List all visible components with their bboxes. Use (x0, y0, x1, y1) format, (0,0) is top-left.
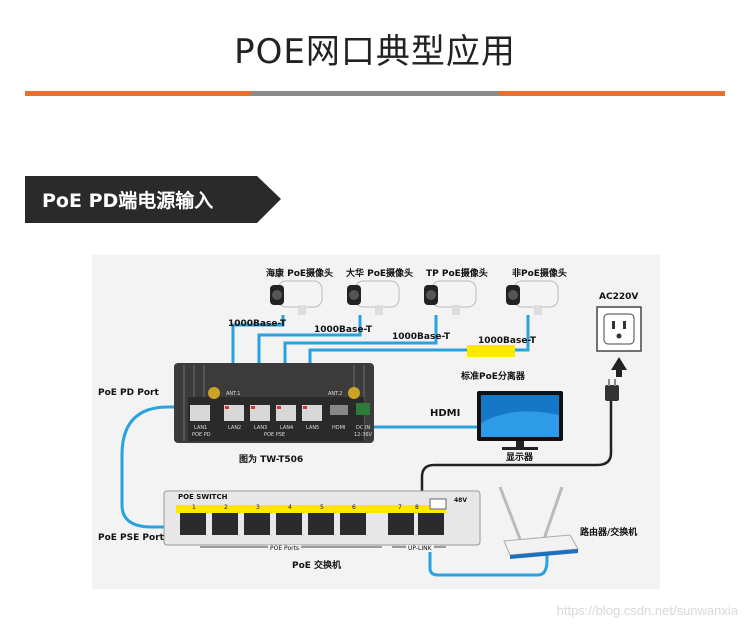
device-group-pse: POE PSE (264, 432, 286, 438)
camera-4-label: 非PoE摄像头 (512, 269, 567, 279)
camera-icons (270, 280, 559, 315)
link-3-label: 1000Base-T (392, 332, 450, 342)
camera-1-icon (270, 280, 323, 315)
switch-port-1: 1 (192, 504, 196, 511)
switch-port-8: 8 (415, 504, 419, 511)
switch-port-7: 7 (398, 504, 402, 511)
device-dc-volt: 12-36V (354, 432, 372, 438)
monitor-label: 显示器 (506, 453, 534, 463)
switch-port-4: 4 (288, 504, 292, 511)
arrow-up-icon (611, 357, 627, 377)
power-plug-icon (605, 379, 619, 401)
device-lan5: LAN5 (306, 425, 320, 431)
switch-group-uplink: UP-LINK (406, 545, 434, 552)
cable-camera-1 (231, 315, 285, 399)
switch-port-6: 6 (352, 504, 356, 511)
monitor-icon (477, 391, 563, 450)
device-ant1: ANT.1 (226, 391, 241, 397)
switch-port-5: 5 (320, 504, 324, 511)
camera-2-icon (347, 280, 400, 315)
watermark: https://blog.csdn.net/sunwanxia (556, 603, 738, 618)
outlet-label: AC220V (599, 292, 639, 302)
device-label: 图为 TW-T506 (239, 455, 304, 465)
device-lan4: LAN4 (280, 425, 294, 431)
device-lan1-sub: POE PD (192, 432, 211, 438)
camera-3-label: TP PoE摄像头 (426, 269, 488, 279)
switch-voltage: 48V (454, 497, 467, 504)
title-rule-left (25, 91, 251, 96)
switch-brand: POE SWITCH (178, 493, 228, 501)
cable-pd-pse (120, 405, 189, 529)
splitter-label: 标准PoE分离器 (461, 372, 525, 382)
page-title: POE网口典型应用 (234, 32, 516, 72)
device-lan3: LAN3 (254, 425, 268, 431)
switch-port-2: 2 (224, 504, 228, 511)
device-dc-in: DC IN (356, 425, 371, 431)
device-lan1: LAN1 (194, 425, 208, 431)
pse-port-label: PoE PSE Port (98, 533, 164, 543)
title-rule-center (251, 91, 499, 96)
cable-power-adapter (420, 393, 613, 491)
title-rule-right (499, 91, 725, 96)
camera-3-icon (424, 280, 477, 315)
application-diagram: 海康 PoE摄像头 大华 PoE摄像头 TP PoE摄像头 非PoE摄像头 10… (92, 255, 660, 589)
link-2-label: 1000Base-T (314, 325, 372, 335)
section-tag-shape (25, 176, 281, 223)
switch-label: PoE 交换机 (292, 561, 342, 571)
link-4-label: 1000Base-T (478, 336, 536, 346)
link-1-label: 1000Base-T (228, 319, 286, 329)
router-label: 路由器/交换机 (580, 528, 638, 538)
switch-group-poe: POE Ports (268, 545, 302, 552)
poe-switch-icon (163, 490, 481, 548)
router-icon (498, 486, 579, 559)
device-hdmi: HDMI (332, 425, 346, 431)
power-outlet-icon (596, 306, 642, 352)
section-tag-label: PoE PD端电源输入 (42, 190, 214, 212)
section-tag: PoE PD端电源输入 (25, 176, 281, 223)
diagram-drawing (120, 280, 642, 577)
device-lan2: LAN2 (228, 425, 242, 431)
device-ant2: ANT.2 (328, 391, 343, 397)
pd-port-label: PoE PD Port (98, 388, 159, 398)
poe-splitter-icon (467, 345, 515, 357)
hdmi-label: HDMI (430, 408, 461, 419)
switch-port-3: 3 (256, 504, 260, 511)
camera-4-icon (506, 280, 559, 315)
camera-2-label: 大华 PoE摄像头 (346, 269, 414, 279)
camera-1-label: 海康 PoE摄像头 (266, 269, 334, 279)
tw-t506-device-icon (174, 363, 374, 443)
cable-uplink-router (428, 509, 549, 577)
